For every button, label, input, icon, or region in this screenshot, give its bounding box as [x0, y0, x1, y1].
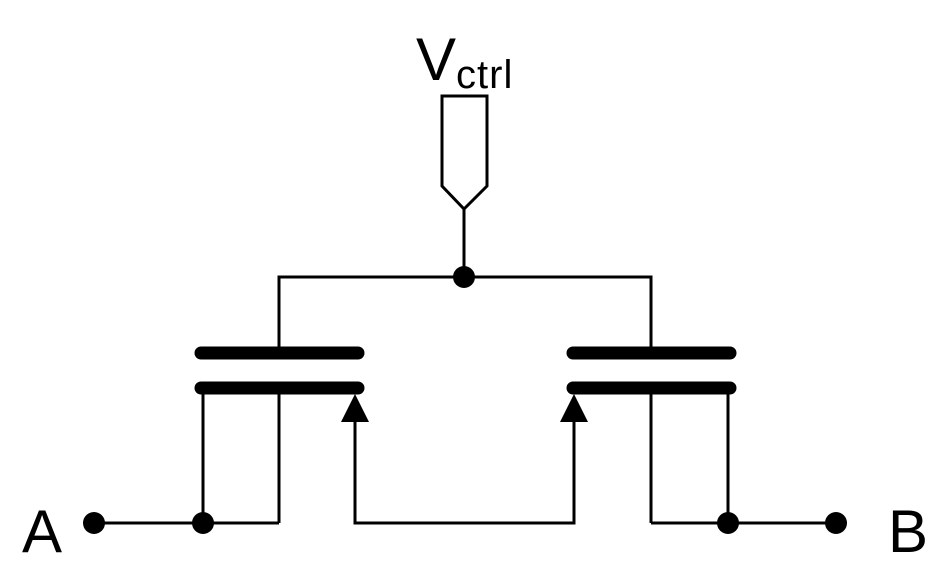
body-connection-wire: [353, 418, 576, 525]
terminal-b-label: B: [888, 498, 929, 565]
left-junction-dot: [192, 512, 214, 534]
gate-junction-dot: [453, 266, 475, 288]
terminal-a-label: A: [22, 498, 63, 565]
terminal-b-dot: [825, 512, 847, 534]
control-voltage-symbol: V: [416, 26, 457, 93]
gate-bus-wire: [277, 275, 653, 352]
control-input-pin: [440, 94, 489, 212]
right-junction-dot: [717, 512, 739, 534]
right-body-arrow: [560, 394, 588, 422]
control-voltage-label: Vctrl: [416, 30, 513, 96]
terminal-a-dot: [83, 512, 105, 534]
control-voltage-subscript: ctrl: [456, 53, 514, 97]
left-body-arrow: [341, 394, 369, 422]
